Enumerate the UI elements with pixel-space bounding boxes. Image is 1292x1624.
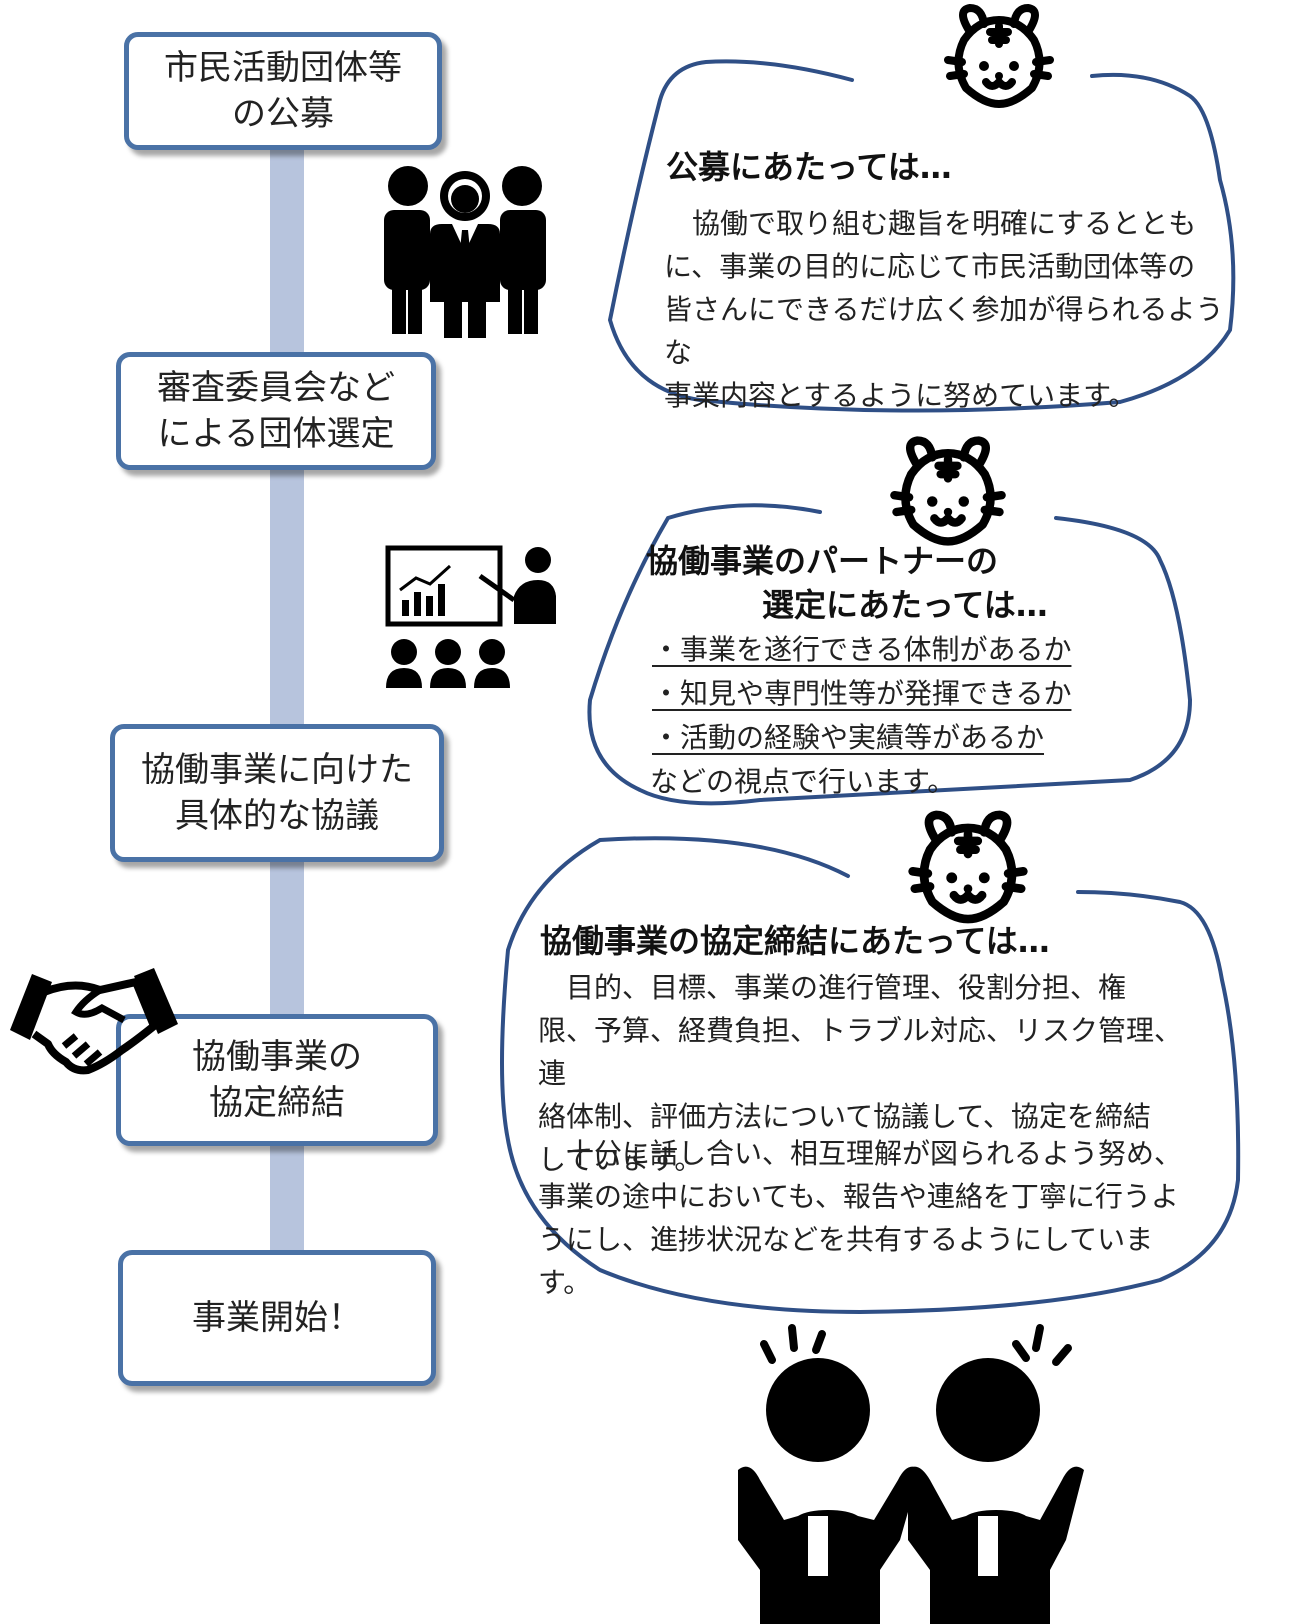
step-agreement-signing: 協働事業の 協定締結 [116, 1014, 438, 1146]
step-specific-discussion: 協働事業に向けた 具体的な協議 [110, 724, 444, 862]
bubble-selection-title-line1: 協働事業のパートナーの [646, 542, 999, 580]
tiger-face-icon [944, 4, 1054, 108]
bubble-agreement-body-2: 十分に話し合い、相互理解が図られるよう努め、 事業の途中においても、報告や連絡を… [538, 1137, 1183, 1299]
bubble-selection-bullet: ・活動の経験や実績等があるか [652, 721, 1045, 754]
step-project-start: 事業開始！ [118, 1250, 436, 1386]
presentation-icon [385, 545, 556, 688]
bubble-recruitment-title: 公募にあたっては… [666, 148, 952, 186]
group-of-people-icon [384, 166, 546, 338]
step-public-recruitment: 市民活動団体等 の公募 [124, 32, 442, 150]
tiger-face-icon [908, 810, 1028, 924]
step-group-selection: 審査委員会など による団体選定 [116, 352, 436, 470]
bubble-selection-bullet: ・知見や専門性等が発揮できるか [652, 677, 1072, 710]
bubble-agreement-body-1: 目的、目標、事業の進行管理、役割分担、権 限、予算、経費負担、トラブル対応、リス… [538, 971, 1183, 1176]
tiger-face-icon [890, 436, 1006, 546]
bubble-selection-bullet: ・事業を遂行できる体制があるか [652, 633, 1072, 666]
bubble-agreement-title: 協働事業の協定締結にあたっては… [540, 922, 1050, 960]
bubble-selection-footer: などの視点で行います。 [650, 765, 956, 798]
bubble-selection-title-line2: 選定にあたっては… [762, 586, 1048, 624]
cheering-people-icon [738, 1324, 1084, 1624]
handshake-icon [10, 968, 178, 1075]
bubble-recruitment-body: 協働で取り組む趣旨を明確にするととも に、事業の目的に応じて市民活動団体等の 皆… [664, 207, 1224, 412]
